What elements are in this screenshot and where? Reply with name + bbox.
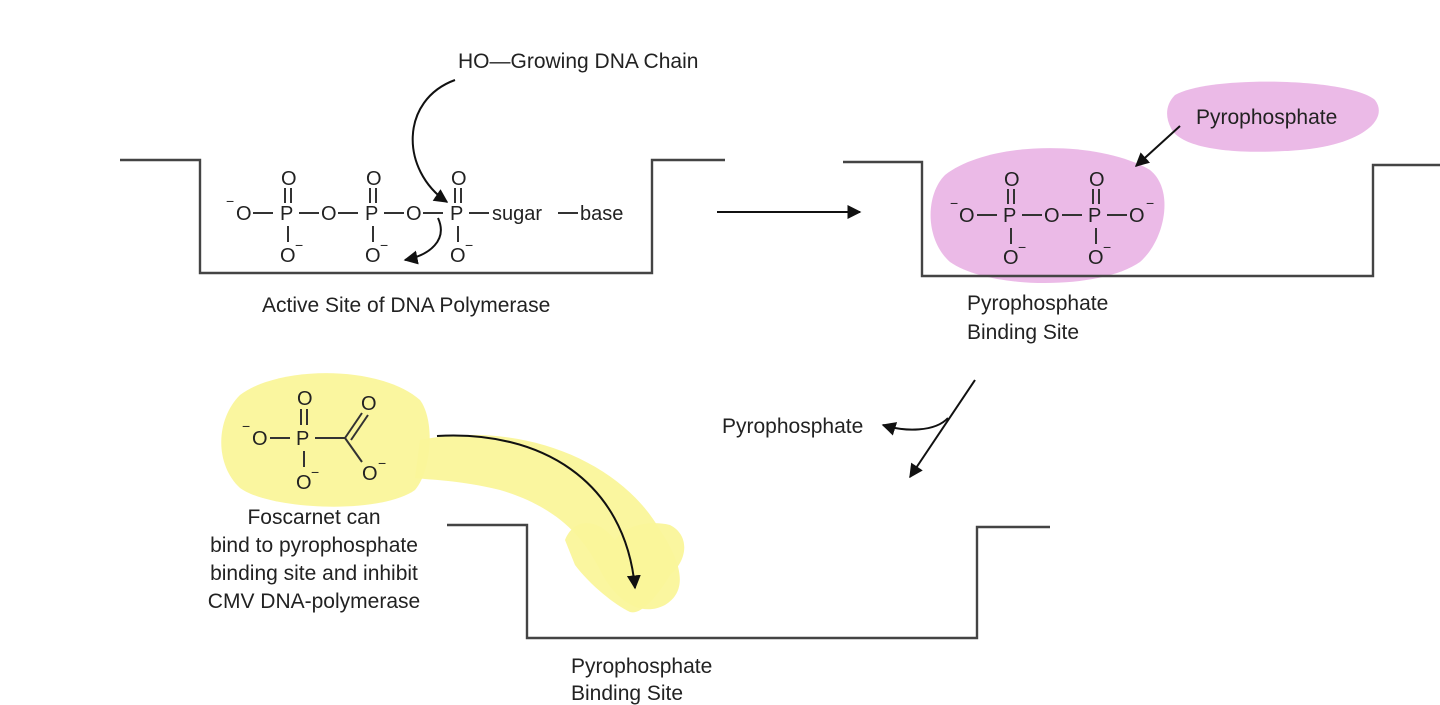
foscarnet-binding-arrow — [436, 434, 641, 590]
atom-P: P — [365, 203, 378, 225]
atom-minus: − — [242, 418, 250, 434]
pyrophosphate-pointer-arrow — [1134, 125, 1181, 167]
binding-site-outline-2 — [447, 523, 1050, 640]
release-arrow — [909, 379, 976, 479]
foscarnet-text-line4: CMV DNA-polymerase — [208, 590, 420, 613]
atom-O: O — [1003, 247, 1019, 269]
atom-P: P — [450, 203, 463, 225]
leaving-pyrophosphate-label: Pyrophosphate — [722, 415, 863, 438]
atom-O: O — [406, 203, 422, 225]
released-pyrophosphate-label: Pyrophosphate — [1196, 106, 1337, 129]
atom-O: O — [280, 245, 296, 267]
atom-minus: − — [1018, 239, 1026, 255]
atom-minus: − — [311, 464, 319, 480]
atom-minus: − — [1103, 239, 1111, 255]
pyrophosphate-leaving-arrow — [881, 417, 949, 436]
atom-P: P — [296, 428, 309, 450]
atom-O: O — [1089, 169, 1105, 191]
atom-minus: − — [1146, 195, 1154, 211]
foscarnet-text-line3: binding site and inhibit — [210, 562, 418, 585]
atom-minus: − — [378, 455, 386, 471]
atom-O: O — [236, 203, 252, 225]
foscarnet-highlight — [221, 373, 430, 507]
atom-O: O — [281, 168, 297, 190]
pyrophosphate-label-highlight — [1167, 81, 1379, 152]
atom-O: O — [297, 388, 313, 410]
sugar-label: sugar — [492, 203, 542, 225]
pyrophosphate-molecule: − O O P O − O O P O − O − — [950, 169, 1154, 269]
atom-O: O — [321, 203, 337, 225]
atom-O: O — [959, 205, 975, 227]
triphosphate-molecule: − O O P O − O O P O − O O P O − sugar — [226, 168, 623, 267]
atom-P: P — [1003, 205, 1016, 227]
pyrophosphate-highlight — [930, 148, 1165, 283]
highlights — [221, 81, 1379, 613]
atom-O: O — [362, 463, 378, 485]
atom-O: O — [366, 168, 382, 190]
atom-O: O — [1044, 205, 1060, 227]
atom-O: O — [296, 472, 312, 494]
atom-minus: − — [950, 195, 958, 211]
nucleophilic-attack-arrow — [411, 79, 456, 203]
atom-P: P — [280, 203, 293, 225]
atom-O: O — [365, 245, 381, 267]
atom-P: P — [1088, 205, 1101, 227]
atom-minus: − — [465, 237, 473, 253]
atom-O: O — [1129, 205, 1145, 227]
atom-O: O — [451, 168, 467, 190]
atom-O: O — [1088, 247, 1104, 269]
foscarnet-text-line1: Foscarnet can — [247, 506, 380, 529]
atom-O: O — [361, 393, 377, 415]
active-site-outline — [120, 158, 725, 275]
site-outlines — [120, 158, 1440, 640]
atom-O: O — [252, 428, 268, 450]
binding-site-label-1-line2: Binding Site — [967, 321, 1079, 344]
atom-minus: − — [380, 237, 388, 253]
growing-dna-chain-label: HO—Growing DNA Chain — [458, 50, 698, 73]
binding-site-label-2-line2: Binding Site — [571, 682, 683, 705]
foscarnet-molecule: − O O P O − O O − — [242, 388, 386, 494]
foscarnet-text-line2: bind to pyrophosphate — [210, 534, 418, 557]
atom-minus: − — [295, 237, 303, 253]
atom-minus: − — [226, 193, 234, 209]
binding-site-label-2-line1: Pyrophosphate — [571, 655, 712, 678]
bond-break-arrow — [403, 217, 442, 265]
atom-O: O — [450, 245, 466, 267]
binding-site-label-1-line1: Pyrophosphate — [967, 292, 1108, 315]
atom-O: O — [1004, 169, 1020, 191]
foscarnet-arrowhead-highlight — [565, 523, 685, 613]
binding-site-outline-1 — [843, 160, 1440, 278]
active-site-label: Active Site of DNA Polymerase — [262, 294, 550, 317]
base-label: base — [580, 203, 623, 225]
